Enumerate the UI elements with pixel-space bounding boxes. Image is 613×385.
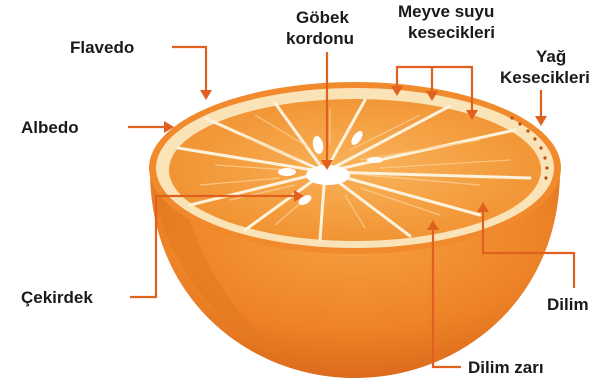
label-cekirdek: Çekirdek	[21, 288, 93, 307]
label-dilim: Dilim	[547, 295, 589, 314]
label-flavedo: Flavedo	[70, 38, 134, 57]
label-yag-line1: Yağ	[536, 47, 566, 66]
albedo-leader	[128, 121, 174, 133]
label-meyve-line2: kesecikleri	[408, 23, 495, 42]
yag-leader	[535, 90, 547, 126]
label-meyve-line1: Meyve suyu	[398, 2, 494, 21]
label-gobek-line2: kordonu	[286, 29, 354, 48]
flavedo-leader	[172, 47, 212, 100]
label-dilim-zari: Dilim zarı	[468, 358, 544, 377]
label-yag-line2: Kesecikleri	[500, 68, 590, 87]
label-albedo: Albedo	[21, 118, 79, 137]
label-gobek-line1: Göbek	[296, 8, 349, 27]
